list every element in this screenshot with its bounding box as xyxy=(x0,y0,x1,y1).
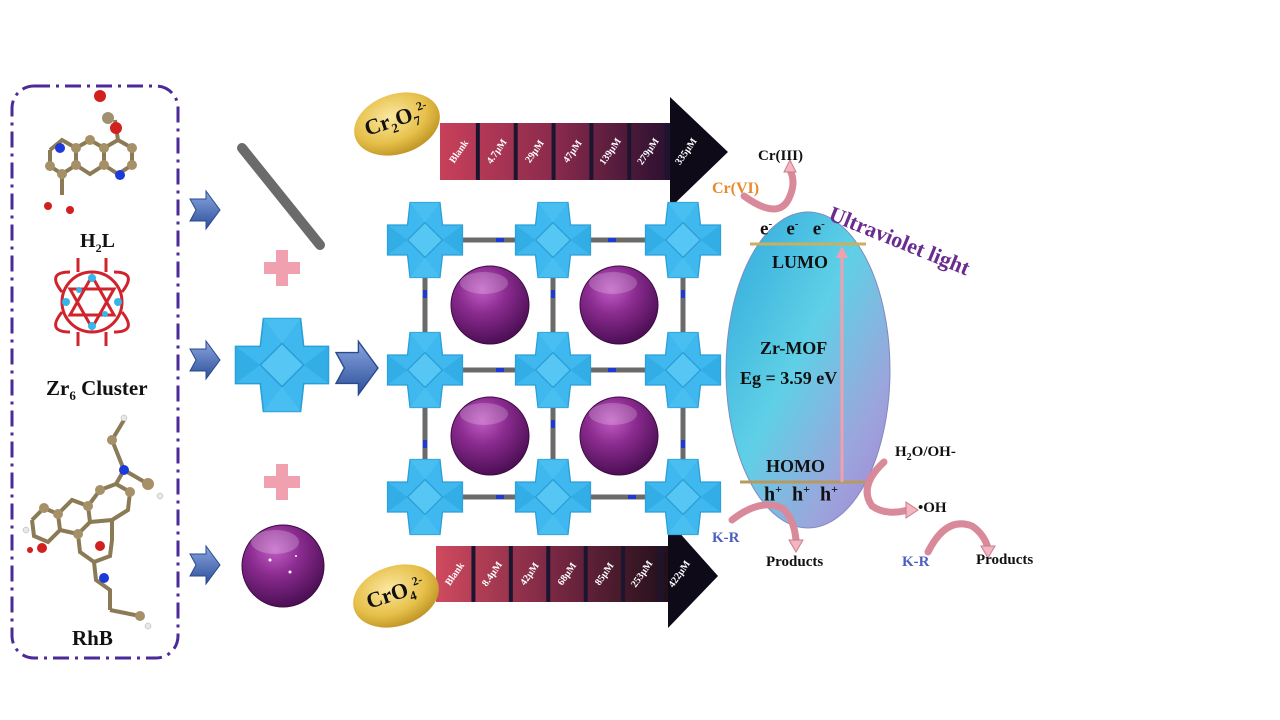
sphere-highlight xyxy=(460,403,508,425)
rhb-label: RhB xyxy=(72,626,113,650)
rhb-sphere xyxy=(450,396,530,476)
zr6-cluster-model xyxy=(54,258,130,346)
rhb-sphere xyxy=(579,265,659,345)
electrons-lumo: e- e- e- xyxy=(760,218,825,240)
dichromate-vial-divider xyxy=(665,123,670,180)
sphere-highlight xyxy=(460,272,508,294)
plus-icon-2 xyxy=(264,464,300,500)
material-label: Zr-MOF xyxy=(760,338,828,358)
zr6-node xyxy=(644,458,722,536)
holes-homo: h+ h+ h+ xyxy=(764,482,838,506)
sphere-highlight xyxy=(589,403,637,425)
dichromate-vial-divider xyxy=(475,123,480,180)
chromate-vial-divider xyxy=(621,546,626,602)
kr-label-1: K-R xyxy=(712,530,740,546)
plus-icon-1 xyxy=(264,250,300,286)
ligand-molecule xyxy=(44,90,137,214)
zr6-node xyxy=(644,331,722,409)
zr6-node xyxy=(386,458,464,536)
zr6-cluster-icon xyxy=(234,317,330,413)
lumo-label: LUMO xyxy=(772,252,828,272)
chromate-vial-divider xyxy=(471,546,476,602)
chromate-vial-divider xyxy=(658,546,663,602)
zr6-node xyxy=(386,201,464,279)
components-frame xyxy=(10,84,180,660)
chromate-ion-badge xyxy=(353,564,439,628)
products-label-2: Products xyxy=(976,552,1034,568)
dichromate-vial-divider xyxy=(627,123,632,180)
reaction-arrows xyxy=(728,166,992,556)
dichromate-vial-divider xyxy=(551,123,556,180)
zr6-node xyxy=(386,331,464,409)
arrow-ligand xyxy=(189,190,221,230)
linker-rod-icon xyxy=(237,143,325,250)
cr3-label: Cr(III) xyxy=(758,148,803,164)
sphere-highlight xyxy=(589,272,637,294)
kr-label-2: K-R xyxy=(902,554,930,570)
zr6-node xyxy=(514,201,592,279)
water-label: H2O/OH- xyxy=(895,444,956,463)
dichromate-ion-badge xyxy=(354,92,440,156)
rhb-sphere xyxy=(579,396,659,476)
mof-band-oval xyxy=(725,211,891,529)
hydroxyl-radical-label: •OH xyxy=(918,500,947,516)
arrow-dye xyxy=(189,545,221,585)
zr6-node xyxy=(644,201,722,279)
rhb-molecule xyxy=(22,414,164,630)
mof-framework xyxy=(386,201,722,536)
zr6-node xyxy=(514,331,592,409)
chromate-vial-divider xyxy=(583,546,588,602)
homo-label: HOMO xyxy=(766,456,825,476)
dichromate-vial-divider xyxy=(513,123,518,180)
ligand-label: H2L xyxy=(80,230,115,255)
rhb-sphere xyxy=(450,265,530,345)
bandgap-label: Eg = 3.59 eV xyxy=(740,368,838,388)
rhb-sphere-icon xyxy=(241,524,325,608)
cluster-label: Zr6 Cluster xyxy=(46,376,148,404)
dichromate-vial-divider xyxy=(589,123,594,180)
zr6-node xyxy=(514,458,592,536)
chromate-vial-divider xyxy=(508,546,513,602)
arrow-cluster xyxy=(189,340,221,380)
chromate-vial-divider xyxy=(546,546,551,602)
cr6-label: Cr(VI) xyxy=(712,180,760,197)
products-label-1: Products xyxy=(766,554,824,570)
arrow-to-framework xyxy=(335,340,379,396)
